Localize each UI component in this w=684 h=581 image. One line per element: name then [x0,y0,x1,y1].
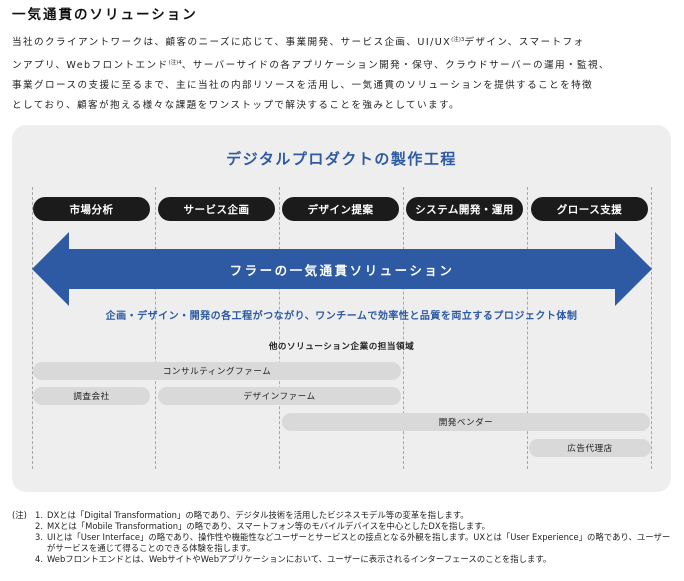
bar-design-firm: デザインファーム [158,387,401,405]
footnote-number: 2. [35,521,43,531]
bar-research-company: 調査会社 [33,387,150,405]
solution-arrow-label: フラーの一気通貫ソリューション [229,263,455,278]
double-arrow-icon [32,232,652,306]
intro-line2a: ンアプリ、Webフロントエンド [12,60,169,71]
phase-growth-support: グロース支援 [531,197,648,221]
intro-paragraph: 当社のクライアントワークは、顧客のニーズに応じて、事業開発、サービス企画、UI/… [12,30,672,116]
phase-service-planning: サービス企画 [158,197,275,221]
bar-consulting-firm: コンサルティングファーム [33,362,401,380]
footnote-text: MXとは「Mobile Transformation」の略であり、スマートフォン… [47,521,490,531]
intro-line1a: 当社のクライアントワークは、顧客のニーズに応じて、事業開発、サービス企画、UI/… [12,37,452,48]
footnote-text: Webフロントエンドとは、WebサイトやWebアプリケーションにおいて、ユーザー… [47,554,552,564]
footnote-text: UIとは「User Interface」の略であり、操作性や機能性などユーザーと… [47,532,671,553]
footnote-text: DXとは「Digital Transformation」の略であり、デジタル技術… [47,510,469,520]
phase-market-analysis: 市場分析 [33,197,150,221]
page-title: 一気通貫のソリューション [12,7,198,23]
footnote-lead: (注) [12,510,27,520]
phase-system-development: システム開発・運用 [406,197,523,221]
phase-design-proposal: デザイン提案 [282,197,399,221]
bar-development-vendor: 開発ベンダー [282,413,650,431]
footnote-ref-3: (注)3 [451,37,465,43]
phase-divider [155,187,156,469]
phase-divider [527,187,528,469]
footnote-number: 4. [35,554,43,564]
footnote-number: 3. [35,532,43,542]
footnote: 3. UIとは「User Interface」の略であり、操作性や機能性などユー… [12,532,676,554]
diagram-title: デジタルプロダクトの製作工程 [226,150,457,168]
phase-divider [651,187,652,469]
intro-line3: 事業グロースの支援に至るまで、主に当社の内部リソースを活用し、一気通貫のソリュー… [12,80,594,91]
footnote: 2. MXとは「Mobile Transformation」の略であり、スマート… [12,521,676,532]
bar-ad-agency: 広告代理店 [529,439,651,457]
phase-divider [279,187,280,469]
diagram-caption: 企画・デザイン・開発の各工程がつながり、ワンチームで効率性と品質を両立するプロジ… [105,311,578,322]
process-diagram: デジタルプロダクトの製作工程 市場分析 サービス企画 デザイン提案 システム開発… [12,125,671,492]
footnote: (注) 1. DXとは「Digital Transformation」の略であり… [12,510,676,521]
footnote-ref-4: (注)4 [168,60,182,66]
footnotes: (注) 1. DXとは「Digital Transformation」の略であり… [12,510,676,565]
footnote-number: 1. [35,510,43,520]
other-companies-caption: 他のソリューション企業の担当領域 [268,342,415,352]
phase-divider [32,187,33,469]
footnote: 4. Webフロントエンドとは、WebサイトやWebアプリケーションにおいて、ユ… [12,554,676,565]
intro-line2b: 、サーバーサイドの各アプリケーション開発・保守、クラウドサーバーの運用・監視、 [181,60,610,71]
intro-line4: としており、顧客が抱える様々な課題をワンストップで解決することを強みとしています… [12,100,461,111]
phase-divider [403,187,404,469]
intro-line1b: デザイン、スマートフォ [464,37,585,48]
